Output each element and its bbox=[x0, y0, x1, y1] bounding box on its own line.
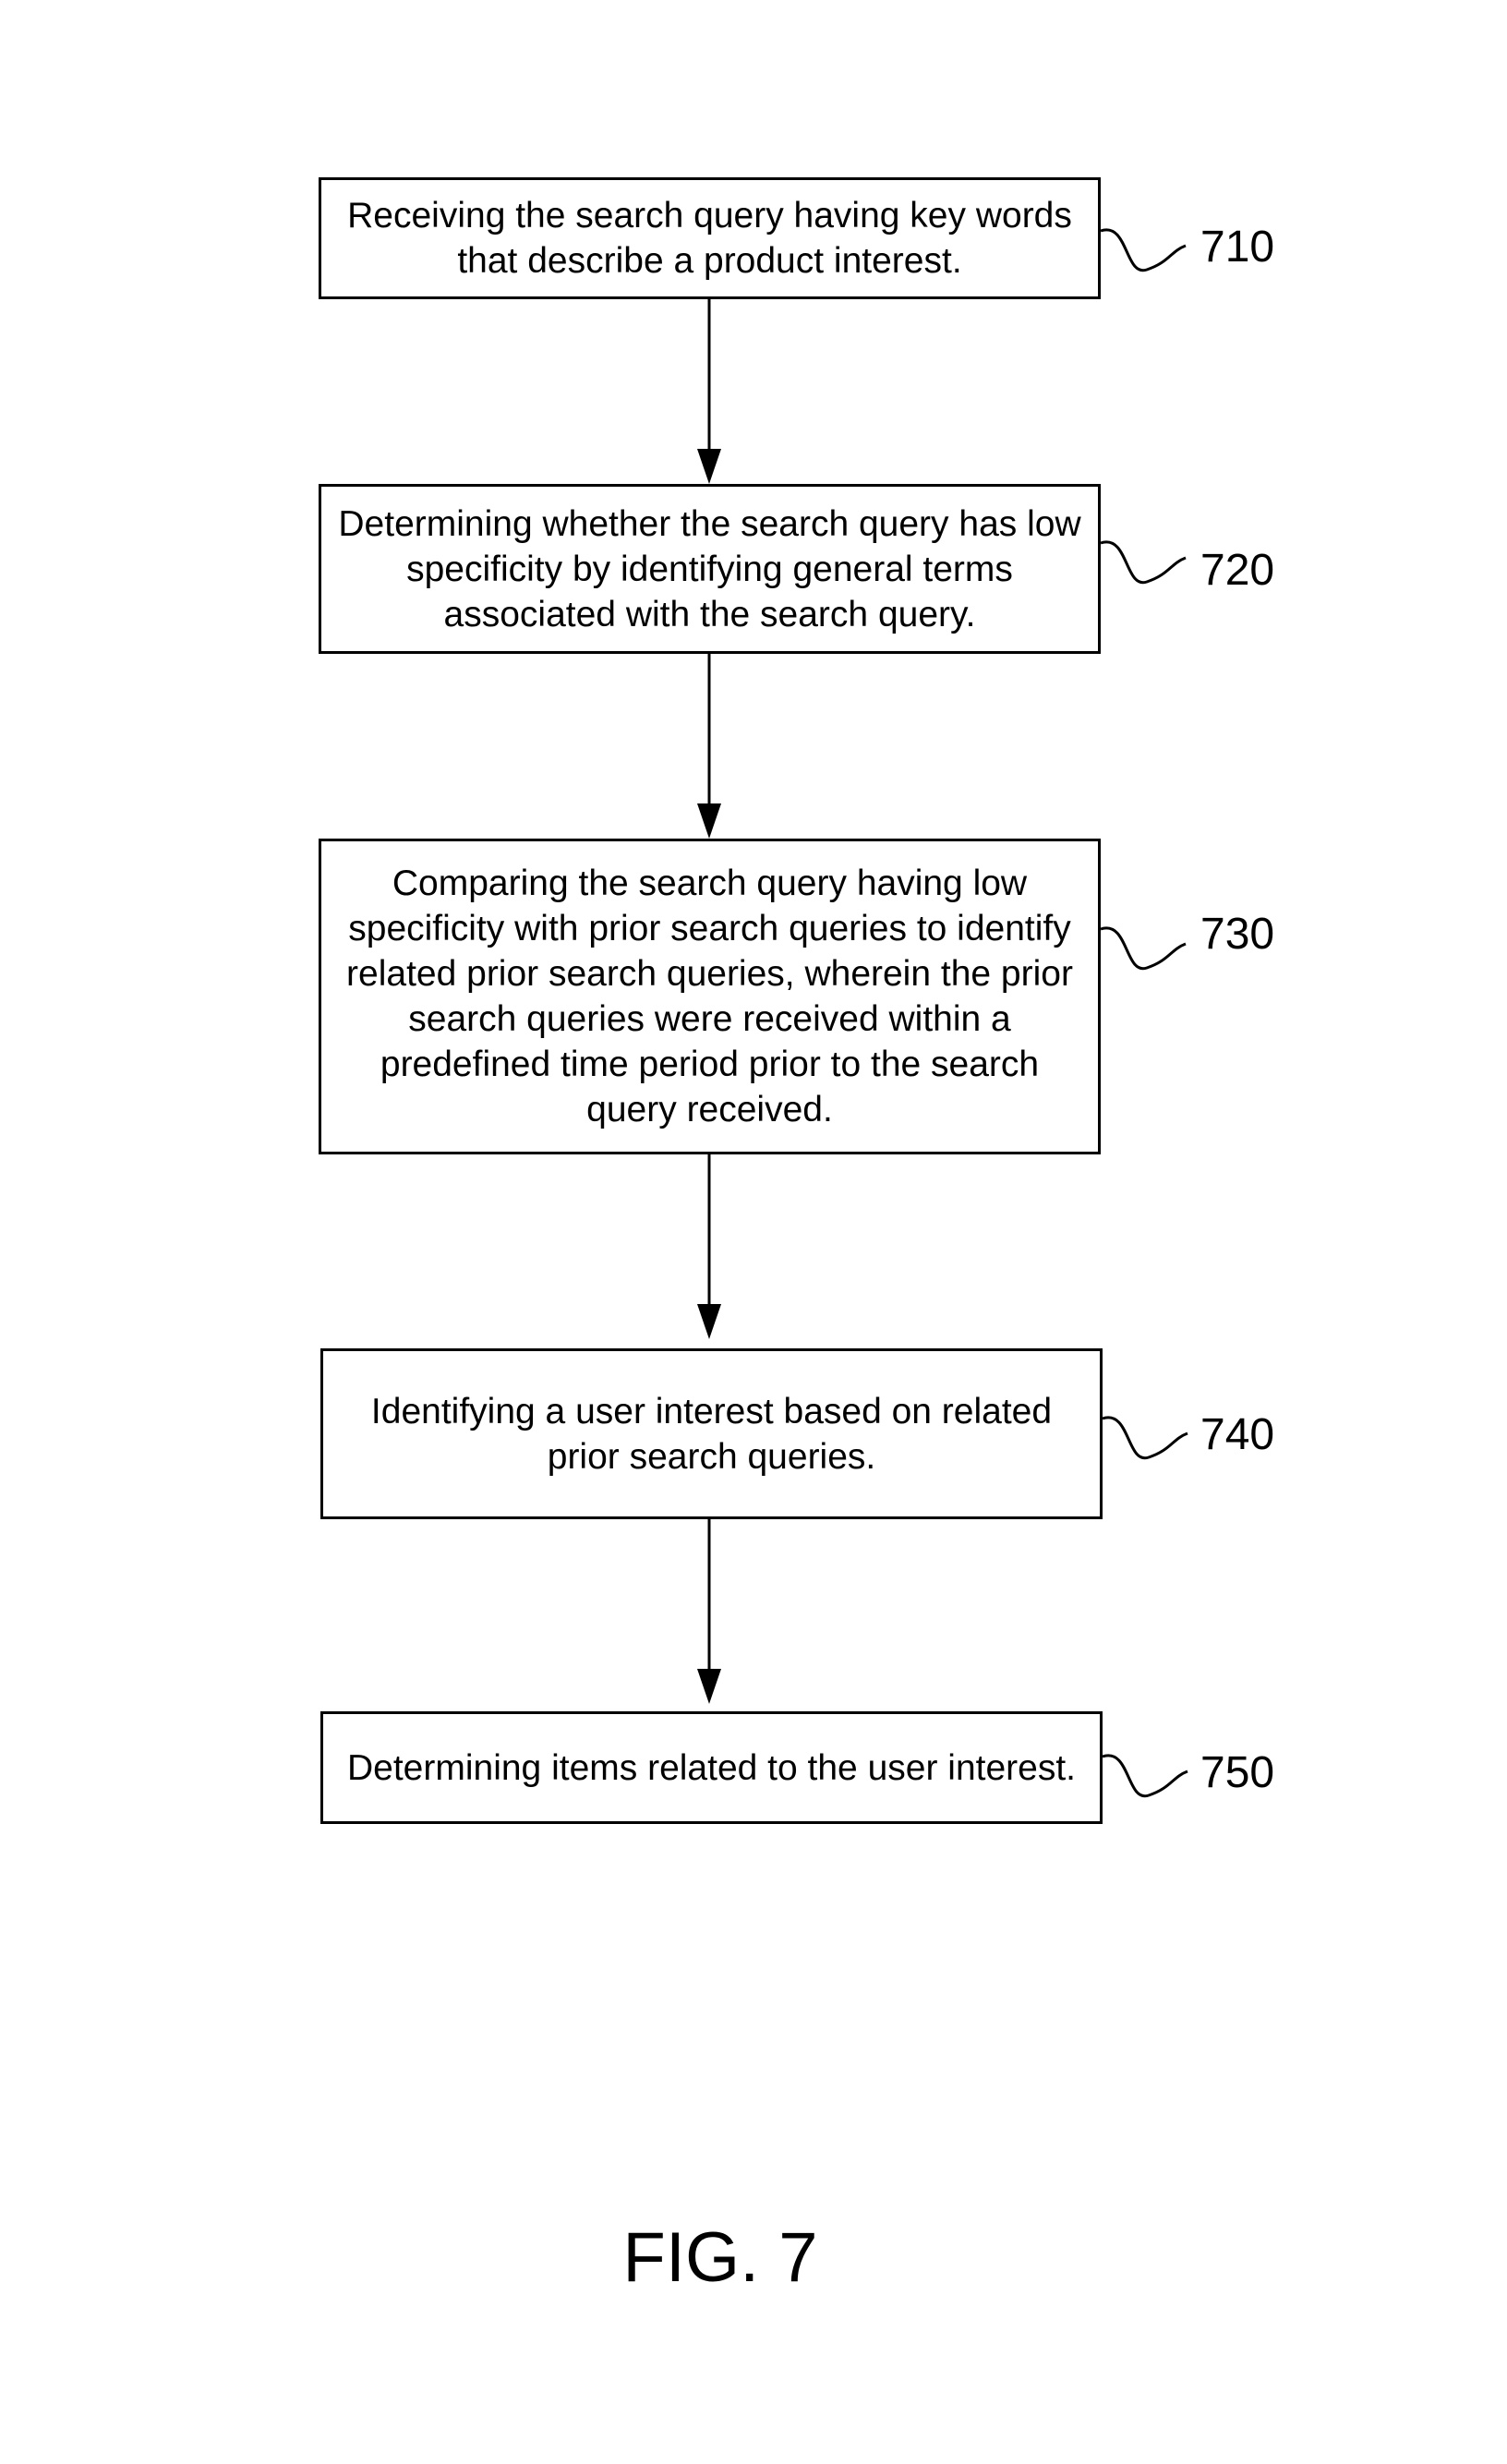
figure-label: FIG. 7 bbox=[0, 2216, 1441, 2300]
step-text-730: Comparing the search query having low sp… bbox=[321, 861, 1098, 1132]
ref-label-750: 750 bbox=[1200, 1747, 1274, 1799]
ref-label-730: 730 bbox=[1200, 909, 1274, 960]
leader-squiggle-750 bbox=[1103, 1756, 1188, 1796]
step-box-710: Receiving the search query having key wo… bbox=[319, 177, 1101, 299]
step-box-740: Identifying a user interest based on rel… bbox=[320, 1348, 1103, 1519]
arrow-720-to-730 bbox=[697, 654, 721, 839]
leader-squiggle-710 bbox=[1101, 230, 1186, 271]
ref-label-720: 720 bbox=[1200, 545, 1274, 597]
step-text-720: Determining whether the search query has… bbox=[321, 501, 1098, 637]
leader-squiggle-740 bbox=[1103, 1418, 1188, 1458]
arrow-730-to-740 bbox=[697, 1154, 721, 1339]
step-text-740: Identifying a user interest based on rel… bbox=[323, 1389, 1100, 1480]
step-box-750: Determining items related to the user in… bbox=[320, 1711, 1103, 1824]
ref-label-710: 710 bbox=[1200, 222, 1274, 273]
leader-squiggle-730 bbox=[1101, 928, 1186, 969]
step-text-750: Determining items related to the user in… bbox=[334, 1745, 1089, 1791]
step-box-720: Determining whether the search query has… bbox=[319, 484, 1101, 654]
arrow-740-to-750 bbox=[697, 1519, 721, 1704]
ref-label-740: 740 bbox=[1200, 1409, 1274, 1461]
leader-squiggle-720 bbox=[1101, 542, 1186, 583]
step-box-730: Comparing the search query having low sp… bbox=[319, 839, 1101, 1154]
step-text-710: Receiving the search query having key wo… bbox=[321, 193, 1098, 284]
arrow-710-to-720 bbox=[697, 299, 721, 484]
